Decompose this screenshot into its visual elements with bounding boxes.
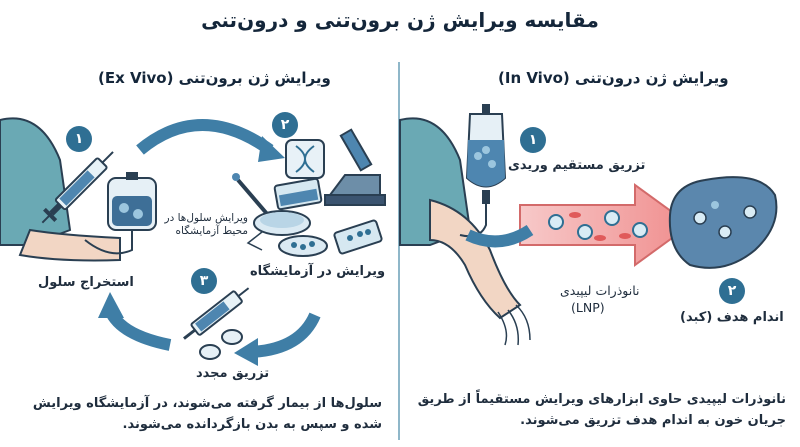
ex-vivo-heading: ویرایش ژن برون‌تنی (Ex Vivo) xyxy=(98,69,331,87)
step-number-badge: ۱ xyxy=(66,126,92,152)
cell-icons xyxy=(199,329,243,360)
liver-icon xyxy=(668,176,778,269)
in-vivo-caption: نانوذرات لیپیدی حاوی ابزارهای ویرایش مست… xyxy=(417,392,786,428)
lab-edit-note: ویرایش سلول‌ها در محیط آزمایشگاه xyxy=(164,212,249,237)
step-label-iv-injection: تزریق مستقیم وریدی xyxy=(508,158,646,173)
step-label-reinjection: تزریق مجدد xyxy=(196,366,270,381)
flow-arrow-top xyxy=(136,119,274,155)
step-number-badge: ۲ xyxy=(719,278,745,304)
step-number-badge: ۳ xyxy=(191,268,217,294)
patient-figure-right xyxy=(399,117,531,346)
lnp-label: نانوذرات لیپیدی xyxy=(560,283,640,298)
step-label-extraction: استخراج سلول xyxy=(38,275,134,290)
in-vivo-heading: ویرایش ژن درون‌تنی (In Vivo) xyxy=(498,69,729,87)
lnp-abbreviation: (LNP) xyxy=(571,300,605,315)
dna-icon xyxy=(285,139,325,179)
petri-dish-icon xyxy=(253,210,311,236)
step-label-target-organ: اندام هدف (کبد) xyxy=(680,310,784,325)
culture-dish-icon xyxy=(278,235,328,257)
ex-vivo-caption: سلول‌ها از بیمار گرفته می‌شوند، در آزمای… xyxy=(32,396,382,432)
page-title: مقایسه ویرایش ژن برون‌تنی و درون‌تنی xyxy=(201,8,599,32)
microscope-icon xyxy=(324,128,386,206)
iv-bag-icon xyxy=(459,104,507,238)
step-number-badge: ۲ xyxy=(272,112,298,138)
syringe-icon xyxy=(41,151,114,224)
nanoparticle-stream xyxy=(465,224,534,248)
pointer-line xyxy=(246,231,263,251)
flow-arrow-right xyxy=(249,312,321,358)
patient-figure-left xyxy=(0,117,121,262)
blood-vessel-arrow xyxy=(519,183,692,267)
reinjection-syringe-icon xyxy=(183,287,250,340)
step-label-lab-edit: ویرایش در آزمایشگاه xyxy=(250,264,386,279)
pipette-icon xyxy=(232,173,270,217)
blood-bag-icon xyxy=(84,172,157,255)
step-number-badge: ۱ xyxy=(520,127,546,153)
cell-flask-icon xyxy=(333,219,383,255)
flask-icon xyxy=(273,177,323,211)
